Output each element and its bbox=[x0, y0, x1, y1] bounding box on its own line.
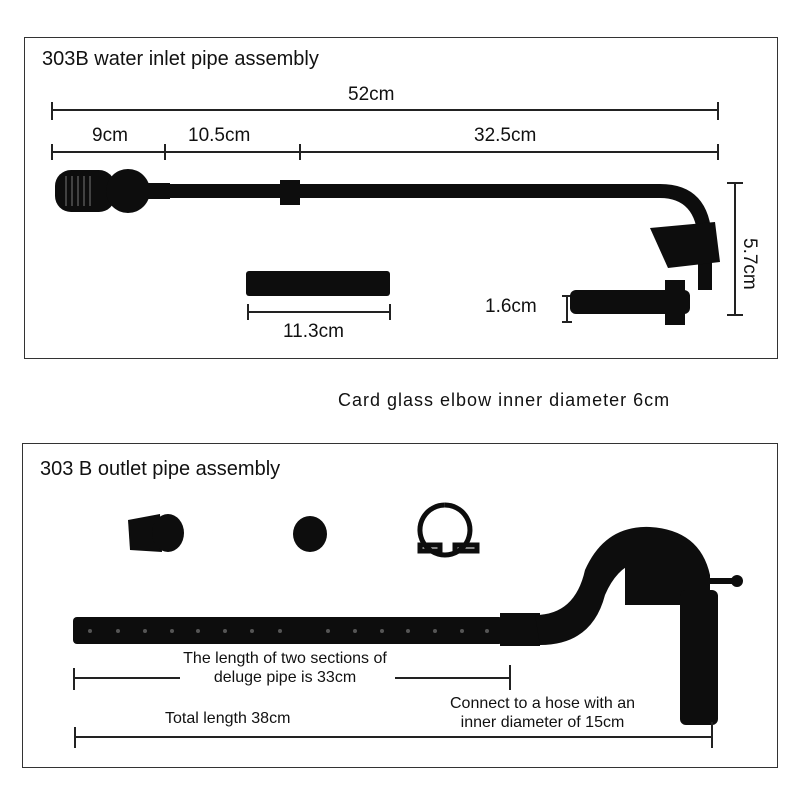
hose-label-1: Connect to a hose with an bbox=[449, 695, 635, 712]
elbow-caption: Card glass elbow inner diameter 6cm bbox=[338, 390, 671, 410]
hose-label-2: inner diameter of 15cm bbox=[460, 714, 625, 731]
inlet-panel bbox=[24, 37, 778, 359]
outlet-title: 303 B outlet pipe assembly bbox=[40, 458, 281, 480]
sections-label-2: deluge pipe is 33cm bbox=[213, 669, 357, 686]
total-length-outlet-label: Total length 38cm bbox=[165, 710, 291, 727]
inlet-pipe bbox=[55, 169, 720, 325]
strainer-slots bbox=[65, 176, 91, 206]
deluge-holes bbox=[88, 629, 489, 633]
segment-1-label: 9cm bbox=[92, 125, 128, 146]
total-length-label: 52cm bbox=[348, 84, 395, 105]
sections-label-1: The length of two sections of bbox=[183, 650, 387, 667]
outlet-panel bbox=[22, 443, 778, 768]
outlet-pipe bbox=[73, 526, 743, 725]
height-label: 5.7cm bbox=[739, 238, 760, 290]
inlet-title: 303B water inlet pipe assembly bbox=[42, 48, 319, 70]
extension-length-label: 11.3cm bbox=[283, 321, 344, 342]
segment-3-label: 32.5cm bbox=[474, 125, 537, 146]
outlet-dimension-lines bbox=[73, 665, 713, 748]
inlet-dimension-lines bbox=[51, 102, 743, 323]
diameter-label: 1.6cm bbox=[485, 296, 537, 317]
outlet-parts bbox=[128, 502, 480, 558]
segment-2-label: 10.5cm bbox=[188, 125, 251, 146]
